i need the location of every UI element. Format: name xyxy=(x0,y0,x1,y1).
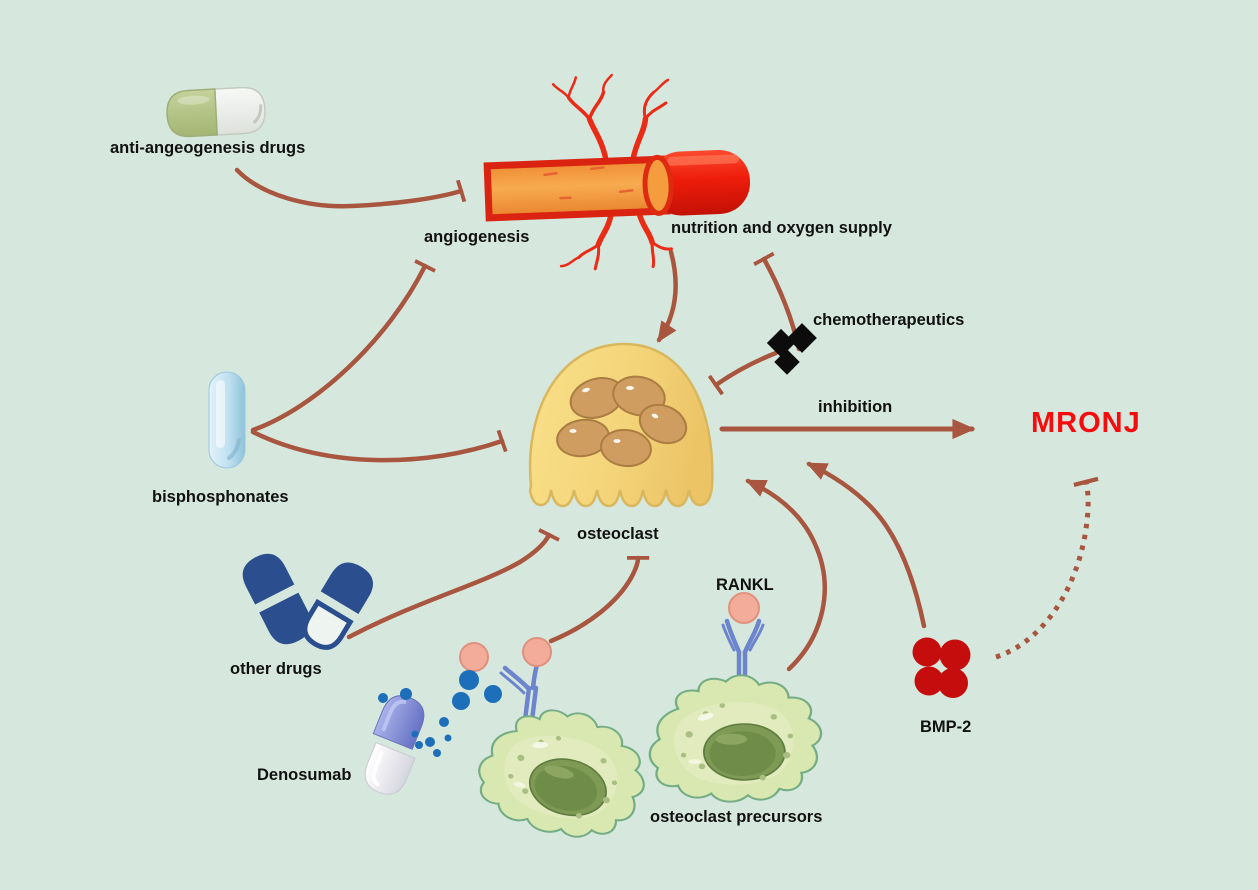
label-mronj: MRONJ xyxy=(1031,407,1141,439)
edge-precursor-to-osteoclast xyxy=(745,478,827,672)
label-osteoclast: osteoclast xyxy=(577,525,659,543)
label-nutrition-and-oxygen-supply: nutrition and oxygen supply xyxy=(671,219,892,237)
label-chemotherapeutics: chemotherapeutics xyxy=(813,311,965,329)
chemotherapeutics-icon xyxy=(766,323,817,375)
label-anti-angeogenesis-drugs: anti-angeogenesis drugs xyxy=(110,139,306,157)
edge-antiang-inhibits-vessel xyxy=(234,167,467,209)
label-rankl: RANKL xyxy=(716,576,774,594)
edge-bisphosphonates-inhibits-angiogenesis xyxy=(250,259,436,433)
capsule-white-half xyxy=(214,86,266,136)
rankl-ligands xyxy=(459,592,760,672)
edge-bmp2-inhibits-mronj-dotted xyxy=(995,476,1099,660)
osteoclast-body xyxy=(528,342,714,508)
denosumab-particles xyxy=(378,670,502,757)
anti-angiogenesis-capsule-icon xyxy=(166,86,266,138)
rankl-ligand-free xyxy=(459,642,489,672)
capillary-branches xyxy=(551,73,673,271)
vessel-tube xyxy=(649,150,751,216)
other-drugs-icon xyxy=(242,553,373,650)
osteoclast-precursor-cell-right xyxy=(648,674,823,803)
capsule-green-half xyxy=(166,88,218,138)
label-bmp-2: BMP-2 xyxy=(920,718,972,736)
vessel-cut-rim xyxy=(642,154,674,216)
edge-vessel-supplies-osteoclast xyxy=(656,249,678,343)
edge-chemo-inhibits-osteoclast xyxy=(707,350,779,396)
blood-vessel-icon xyxy=(483,73,751,271)
bisphosphonates-icon xyxy=(208,371,246,469)
rankl-ligand-bound xyxy=(522,637,552,667)
edge-denosumab-inhibits-osteoclast xyxy=(548,555,650,644)
osteoclast-icon xyxy=(528,342,714,508)
label-bisphosphonates: bisphosphonates xyxy=(152,488,289,506)
edges-layer xyxy=(234,167,1099,672)
lumen-texture xyxy=(543,166,634,200)
left-precursor-receptor xyxy=(499,662,540,723)
label-inhibition: inhibition xyxy=(818,398,893,416)
label-osteoclast-precursors: osteoclast precursors xyxy=(650,808,823,826)
osteoclast-nuclei xyxy=(556,375,688,468)
label-denosumab: Denosumab xyxy=(257,766,352,784)
vessel-lumen xyxy=(483,155,671,222)
denosumab-icon xyxy=(364,670,502,795)
edge-otherdrugs-inhibits-osteoclast xyxy=(346,528,560,640)
label-angiogenesis: angiogenesis xyxy=(424,228,530,246)
label-other-drugs: other drugs xyxy=(230,660,322,678)
osteoclast-precursor-cell-left xyxy=(467,691,659,854)
rankl-ligand-right xyxy=(728,592,760,624)
denosumab-capsule-bottom xyxy=(364,741,416,795)
bmp2-icon xyxy=(912,637,971,698)
edge-bmp2-to-osteoclast xyxy=(806,461,927,629)
edge-bisphosphonates-inhibits-osteoclast xyxy=(250,429,508,463)
